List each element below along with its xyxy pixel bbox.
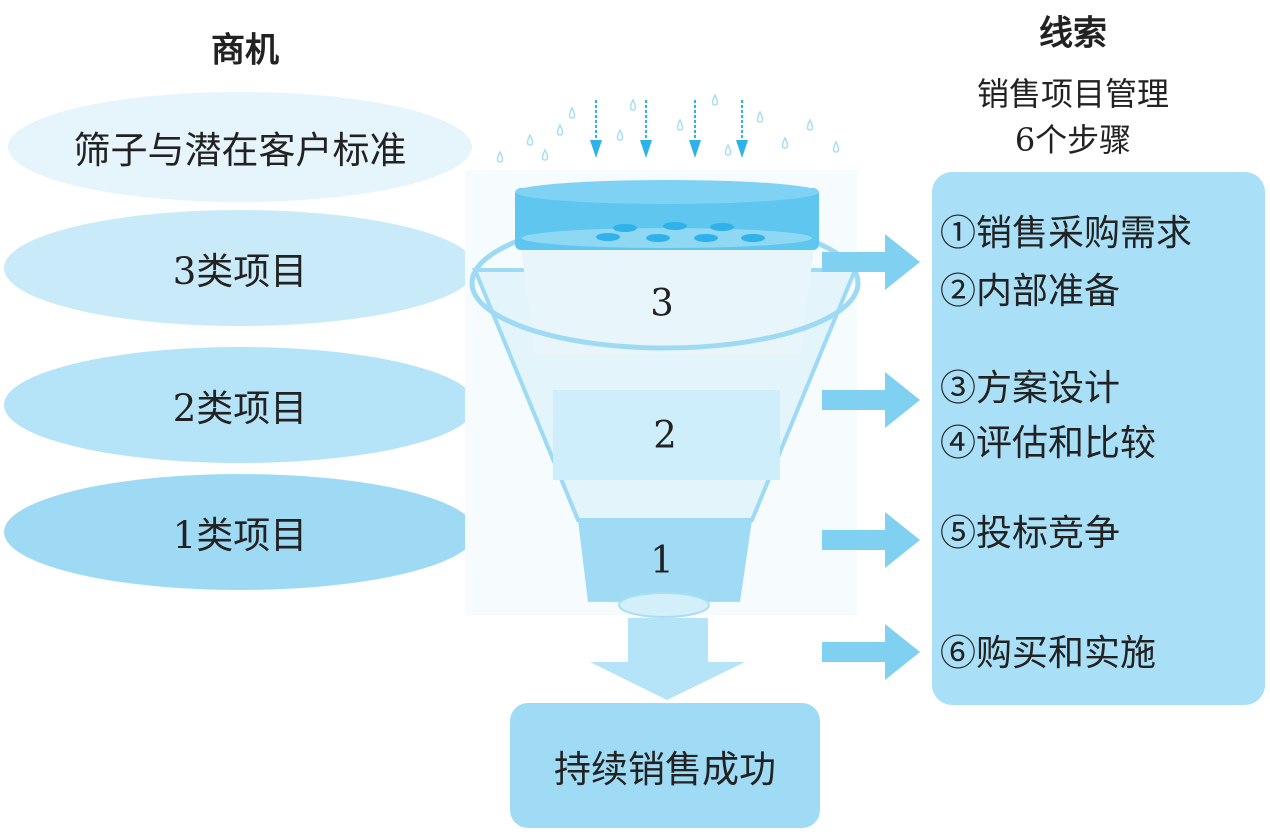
funnel-level-label: 1 — [650, 538, 674, 582]
step-item: ④评估和比较 — [940, 423, 1157, 464]
result-box — [510, 703, 820, 828]
funnel-level-label: 2 — [653, 413, 677, 457]
left-title: 商机 — [211, 30, 279, 71]
funnel-level-2 — [553, 390, 780, 480]
arrow-down-icon — [590, 618, 745, 700]
step-item: ⑥购买和实施 — [940, 633, 1157, 674]
right-subtitle: 销售项目管理 — [976, 75, 1170, 113]
result-label: 持续销售成功 — [554, 748, 776, 791]
ellipse-criteria — [8, 92, 472, 202]
arrow-right-icon — [822, 372, 920, 428]
step-item: ②内部准备 — [940, 271, 1121, 312]
arrow-right-icon — [822, 512, 920, 568]
arrow-right-icon — [822, 234, 920, 290]
ellipse-level-2 — [4, 347, 476, 463]
right-title: 线索 — [1039, 13, 1107, 54]
funnel-level-label: 3 — [650, 281, 674, 325]
opportunity-label: 2类项目 — [172, 387, 308, 430]
step-item: ①销售采购需求 — [940, 213, 1193, 254]
falling-arrows — [590, 100, 748, 158]
ellipse-level-1 — [4, 474, 476, 590]
step-item: ③方案设计 — [940, 368, 1121, 409]
funnel-level-1 — [578, 520, 752, 602]
opportunity-label: 3类项目 — [172, 250, 308, 293]
opportunity-label: 1类项目 — [172, 514, 308, 557]
steps-panel — [932, 172, 1265, 705]
drops — [496, 93, 840, 163]
ellipse-level-3 — [4, 210, 476, 326]
step-item: ⑤投标竞争 — [940, 513, 1121, 554]
opportunity-label: 筛子与潜在客户标准 — [73, 129, 407, 172]
right-subtitle-steps: 6个步骤 — [1014, 121, 1132, 159]
arrow-right-icon — [822, 624, 920, 680]
step-arrows — [822, 234, 920, 680]
sieve-holes — [596, 222, 765, 242]
funnel-level-3 — [520, 240, 815, 355]
